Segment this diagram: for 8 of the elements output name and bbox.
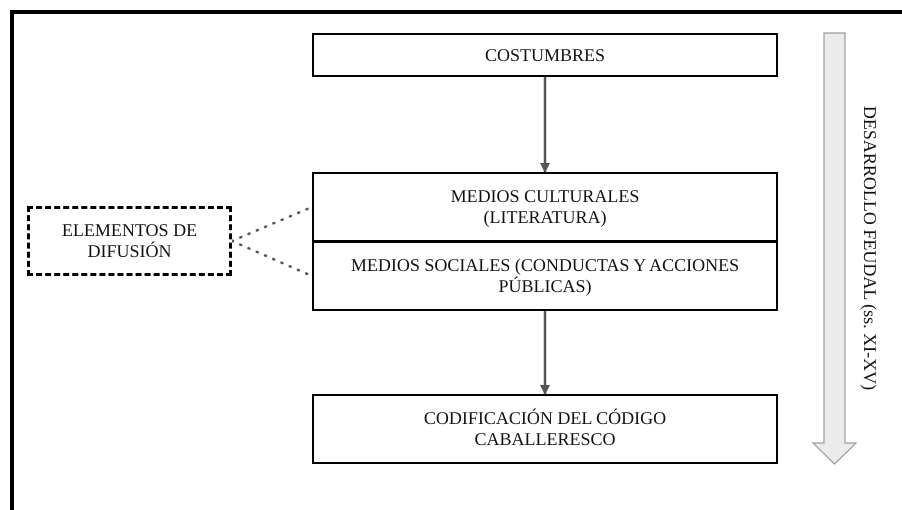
dashed-box: ELEMENTOS DE DIFUSIÓN: [27, 206, 232, 276]
process-box: COSTUMBRES: [312, 33, 778, 77]
vertical-label: DESARROLLO FEUDAL (ss. XI-XV): [859, 104, 881, 392]
arrow: [540, 77, 550, 173]
process-box: MEDIOS SOCIALES (CONDUCTAS Y ACCIONES PÚBLICAS): [312, 241, 778, 311]
process-box: MEDIOS CULTURALES (LITERATURA): [312, 172, 778, 242]
arrow: [540, 311, 550, 395]
process-box: CODIFICACIÓN DEL CÓDIGO CABALLERESCO: [312, 394, 778, 464]
